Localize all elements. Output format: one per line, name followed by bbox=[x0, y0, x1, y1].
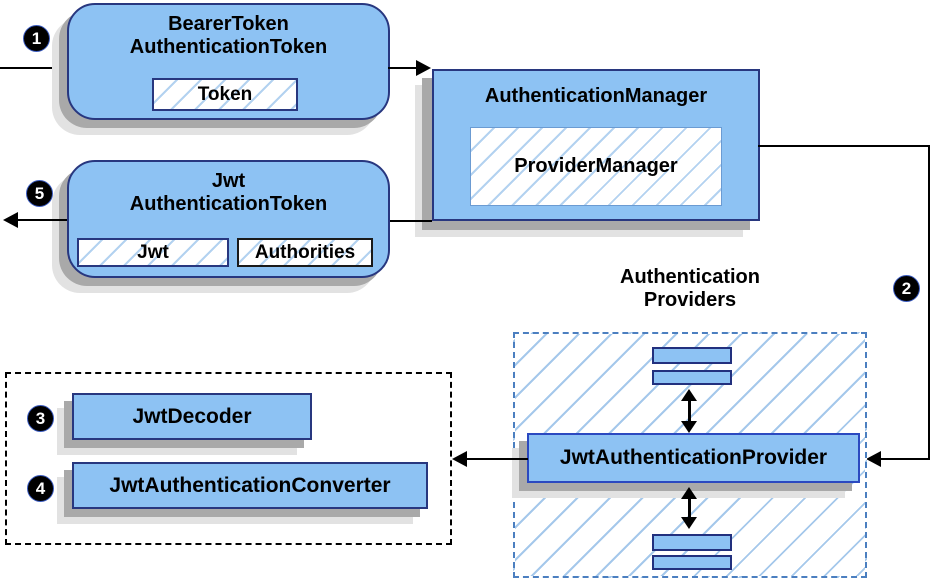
authentication-manager-title: AuthenticationManager bbox=[484, 85, 708, 107]
arrow-up-head-icon bbox=[681, 389, 697, 401]
manager-to-provider-line-top bbox=[758, 145, 930, 147]
authentication-manager-box: AuthenticationManager ProviderManager bbox=[432, 69, 760, 221]
incoming-request-line bbox=[0, 67, 67, 69]
authorities-chip: Authorities bbox=[237, 238, 373, 267]
jwt-authentication-provider-box: JwtAuthenticationProvider bbox=[527, 433, 860, 483]
jwt-chip: Jwt bbox=[77, 238, 229, 267]
bearer-token-box-title: BearerToken AuthenticationToken bbox=[69, 13, 388, 59]
manager-to-provider-line-bottom bbox=[880, 458, 930, 460]
jwt-token-box-title: Jwt AuthenticationToken bbox=[69, 170, 388, 216]
bearer-token-authentication-token-box: BearerToken AuthenticationToken Token bbox=[67, 3, 390, 120]
provider-to-converters-arrowhead-icon bbox=[452, 451, 467, 467]
step-4-badge: 4 bbox=[27, 475, 54, 502]
provider-stack-bar bbox=[652, 370, 732, 385]
manager-to-provider-line-right bbox=[928, 145, 930, 460]
authentication-providers-group: JwtAuthenticationProvider bbox=[513, 332, 867, 578]
arrow-up-head-icon bbox=[681, 487, 697, 499]
step-2-badge: 2 bbox=[893, 275, 920, 302]
provider-to-converters-line bbox=[465, 458, 528, 460]
manager-to-jwt-token-line bbox=[390, 220, 432, 222]
step-5-badge: 5 bbox=[26, 180, 53, 207]
jwt-token-title-line1: Jwt bbox=[211, 170, 246, 192]
converters-group: JwtDecoder JwtAuthenticationConverter bbox=[5, 372, 452, 545]
provider-stack-bar bbox=[652, 347, 732, 364]
authentication-providers-label-line1: Authentication bbox=[620, 266, 760, 288]
jwt-authentication-converter-box: JwtAuthenticationConverter bbox=[72, 462, 428, 509]
arrow-shaft bbox=[687, 398, 691, 424]
arrow-down-head-icon bbox=[681, 517, 697, 529]
bearer-token-title-line2: AuthenticationToken bbox=[129, 36, 328, 58]
outgoing-token-arrowhead-icon bbox=[3, 212, 18, 228]
provider-stack-bar bbox=[652, 555, 732, 570]
arrow-shaft bbox=[687, 496, 691, 520]
provider-manager-chip: ProviderManager bbox=[470, 127, 722, 206]
provider-stack-bar bbox=[652, 534, 732, 551]
bearer-to-manager-line bbox=[388, 67, 418, 69]
bearer-token-title-line1: BearerToken bbox=[168, 13, 289, 35]
bearer-to-manager-arrowhead-icon bbox=[416, 60, 431, 76]
jwt-token-title-line2: AuthenticationToken bbox=[129, 193, 328, 215]
authentication-providers-label-line2: Providers bbox=[643, 289, 737, 311]
authentication-providers-label: Authentication Providers bbox=[575, 266, 805, 312]
token-chip: Token bbox=[152, 78, 298, 111]
outgoing-token-line bbox=[15, 219, 67, 221]
bidirectional-arrow-icon bbox=[681, 487, 697, 529]
jwt-authentication-token-box: Jwt AuthenticationToken Jwt Authorities bbox=[67, 160, 390, 278]
arrow-down-head-icon bbox=[681, 421, 697, 433]
manager-to-provider-arrowhead-icon bbox=[866, 451, 881, 467]
bidirectional-arrow-icon bbox=[681, 389, 697, 433]
step-3-badge: 3 bbox=[27, 405, 54, 432]
jwt-decoder-box: JwtDecoder bbox=[72, 393, 312, 440]
step-1-badge: 1 bbox=[23, 25, 50, 52]
